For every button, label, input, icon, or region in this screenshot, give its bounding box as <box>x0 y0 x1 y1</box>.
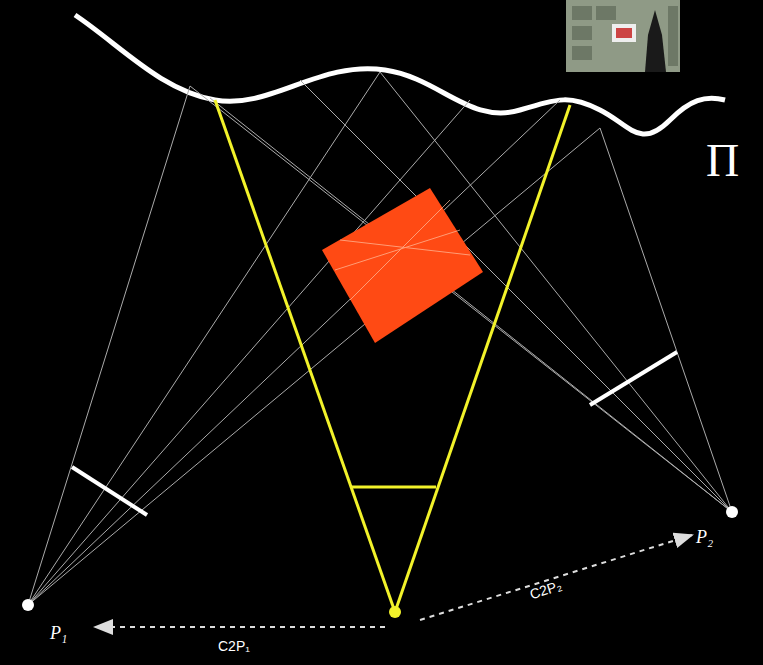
projector-label: P₁ <box>50 624 67 642</box>
thumbnail-photo <box>566 0 680 72</box>
baseline-label: C2P₂ <box>528 578 563 601</box>
surface-label: Π <box>706 138 739 184</box>
surface-curve <box>75 15 725 134</box>
baseline-label: C2P₁ <box>218 639 250 653</box>
image-plane <box>72 467 147 515</box>
baseline-arrow <box>420 535 692 620</box>
projector-rays <box>28 72 732 605</box>
image-plane <box>590 352 677 405</box>
baseline-arrow <box>95 626 385 628</box>
camera-frustum <box>215 100 570 612</box>
object-square <box>322 188 483 343</box>
projector-label: P₂ <box>696 528 713 546</box>
